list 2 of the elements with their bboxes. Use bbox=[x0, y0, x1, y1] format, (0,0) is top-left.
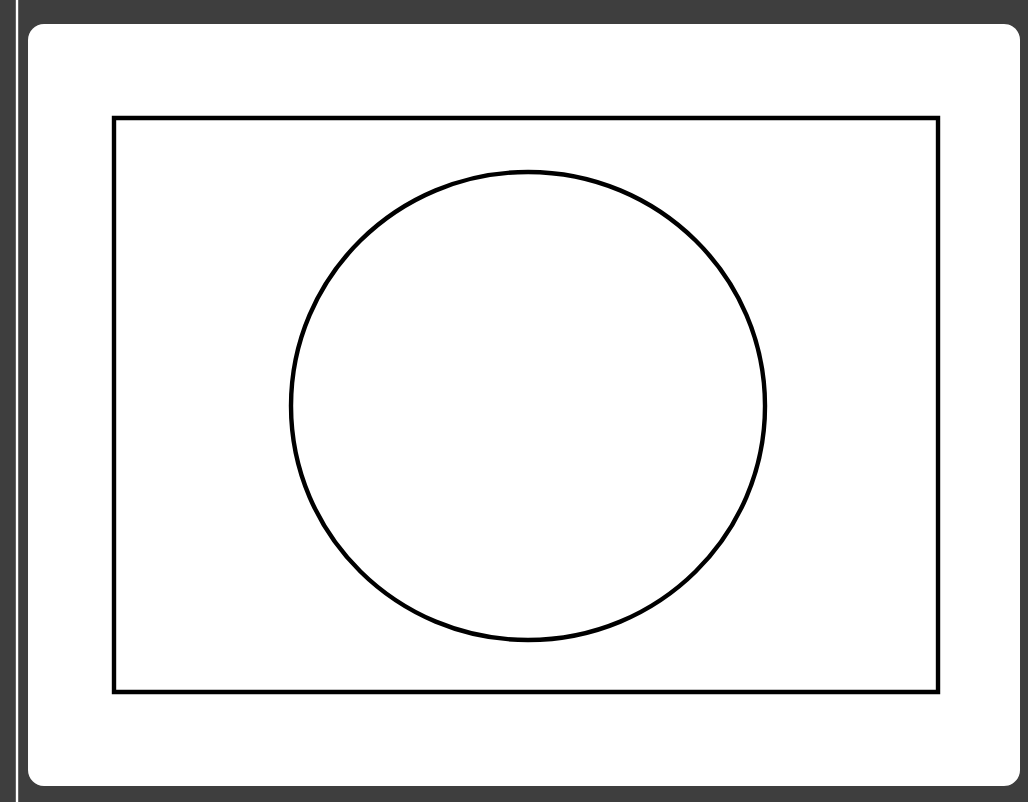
circle-shape bbox=[288, 169, 768, 643]
rectangle-shape bbox=[111, 115, 941, 695]
